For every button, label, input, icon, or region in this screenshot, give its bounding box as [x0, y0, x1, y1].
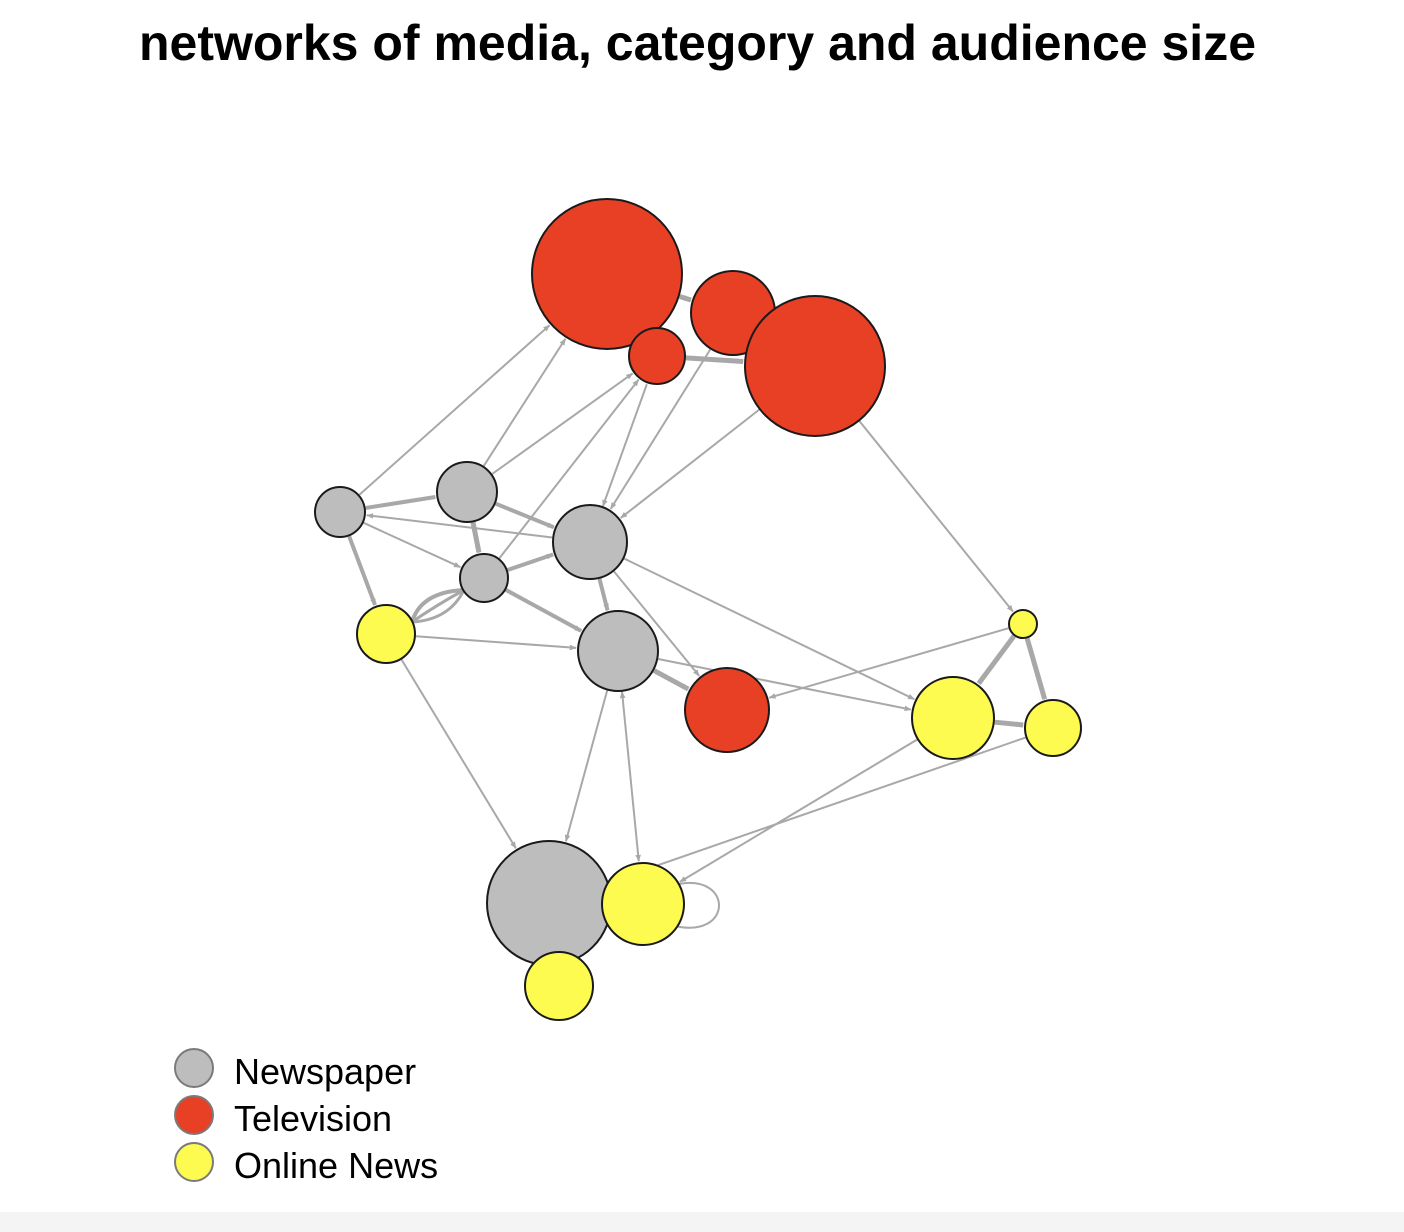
node-tv4 [744, 295, 886, 437]
legend-label: Television [234, 1098, 393, 1139]
edge-np3-on3 [623, 557, 915, 701]
edge-tv4-np3 [620, 408, 760, 519]
edge-np4-np3 [507, 552, 554, 572]
edge-on1-np6 [400, 659, 517, 849]
edge-np5-on3 [658, 658, 912, 712]
legend-swatch-newspaper [174, 1048, 214, 1088]
edge-on1-np4-2 [411, 589, 466, 624]
edge-np5-tv5 [652, 668, 690, 692]
node-on5 [601, 862, 685, 946]
edge-tv2-np3 [609, 348, 712, 510]
edge-np3-np5 [597, 578, 610, 611]
legend-swatch-television [174, 1095, 214, 1135]
edge-np5-np6 [564, 690, 609, 842]
edge-np1-np2 [365, 495, 436, 510]
node-on6 [524, 951, 594, 1021]
edge-on1-np4-0 [410, 588, 465, 623]
edge-np4-tv3 [498, 379, 640, 559]
edge-np4-np5 [504, 588, 583, 633]
edge-tv4-on2 [858, 420, 1014, 613]
edge-on3-on4 [994, 719, 1024, 728]
edge-self-loop-on5 [674, 881, 720, 929]
node-np6 [486, 840, 612, 966]
edge-on3-on5 [679, 738, 918, 883]
edge-np2-tv1 [482, 338, 567, 467]
edge-on2-on3 [976, 634, 1017, 686]
edge-np2-np4 [470, 521, 482, 554]
edge-np1-on1 [347, 535, 377, 606]
node-on1 [356, 604, 416, 664]
node-layer [314, 198, 1082, 1021]
node-on4 [1024, 699, 1082, 757]
edge-np3-np1 [366, 513, 553, 539]
edge-np1-np4 [363, 521, 462, 569]
edge-on1-np4-1 [411, 588, 465, 624]
edge-on2-tv5 [768, 627, 1009, 699]
bottom-strip [0, 1212, 1404, 1232]
legend-label: Online News [234, 1145, 439, 1186]
edge-on4-np6 [608, 736, 1026, 883]
node-tv3 [628, 327, 686, 385]
page-title: networks of media, category and audience… [138, 15, 1257, 71]
node-tv5 [684, 667, 770, 753]
node-np3 [552, 504, 628, 580]
edge-on2-on4 [1024, 637, 1048, 700]
edge-tv1-tv2 [678, 294, 692, 303]
node-on3 [911, 676, 995, 760]
node-np1 [314, 486, 366, 538]
node-np5 [577, 610, 659, 692]
edge-np1-tv1 [358, 324, 551, 496]
edge-np2-tv3 [491, 372, 634, 475]
node-tv1 [531, 198, 683, 350]
edge-on1-np5 [415, 635, 577, 651]
node-np4 [459, 553, 509, 603]
edge-np3-tv5 [613, 570, 700, 677]
legend-label: Newspaper [234, 1051, 417, 1092]
edge-np5-on5 [619, 691, 641, 862]
legend-swatch-online-news [174, 1142, 214, 1182]
edge-np2-np3 [494, 501, 555, 530]
node-np2 [436, 461, 498, 523]
edge-tv3-tv4 [685, 355, 744, 364]
edge-np3-tv3 [601, 383, 648, 507]
node-on2 [1008, 609, 1038, 639]
edge-layer [347, 294, 1048, 966]
